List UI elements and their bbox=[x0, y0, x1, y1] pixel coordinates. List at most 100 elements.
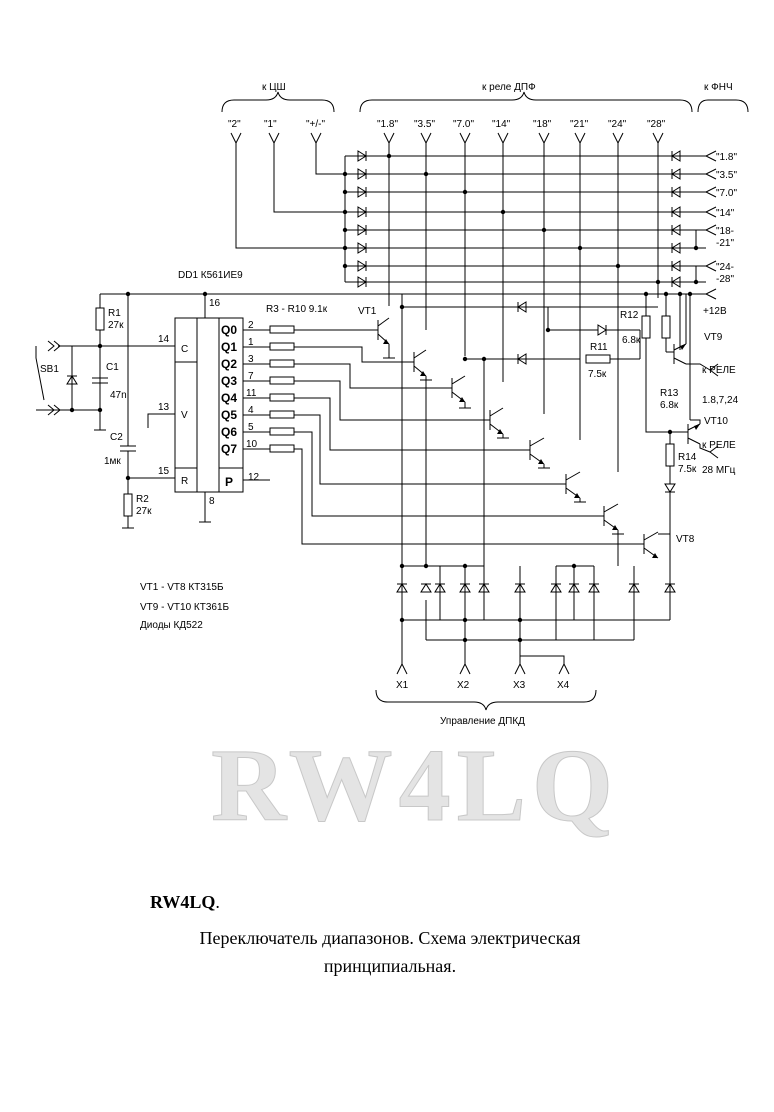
pin-number-15: 15 bbox=[158, 466, 170, 477]
r1-label: R1 bbox=[108, 308, 121, 319]
right-label-1-8: "1.8" bbox=[716, 152, 737, 163]
junction bbox=[643, 291, 649, 297]
brace-tsh bbox=[221, 91, 335, 113]
right-label-14: "14" bbox=[716, 208, 735, 219]
resistor-r2 bbox=[123, 493, 133, 517]
resistor-r12 bbox=[641, 315, 651, 339]
pin-number-14: 14 bbox=[158, 334, 170, 345]
output-x1: X1 bbox=[396, 680, 409, 691]
right-terminals bbox=[704, 150, 717, 272]
capacitor-c1 bbox=[92, 377, 108, 384]
lower-junctions bbox=[399, 563, 577, 643]
rele1-label: к РЕЛЕ bbox=[702, 365, 736, 376]
chip-dd1 bbox=[174, 317, 244, 493]
pin-number-5: 5 bbox=[248, 422, 254, 433]
junction bbox=[667, 429, 673, 435]
junction bbox=[125, 475, 131, 481]
input-terminals bbox=[230, 132, 664, 145]
sb1-label: SB1 bbox=[40, 364, 59, 375]
r11-value: 7.5к bbox=[588, 369, 607, 380]
pin-number-4: 4 bbox=[248, 405, 254, 416]
c2-value: 1мк bbox=[104, 456, 121, 467]
input-label-18: "18" bbox=[533, 119, 552, 130]
r14-value: 7.5к bbox=[678, 464, 697, 475]
r11-label: R11 bbox=[590, 342, 608, 353]
input-label-2: "2" bbox=[228, 119, 241, 130]
chip-pin-q2: Q2 bbox=[221, 357, 237, 371]
c1-value: 47n bbox=[110, 390, 127, 401]
vt8-label: VT8 bbox=[676, 534, 695, 545]
rele1-sub: 1.8,7,24 bbox=[702, 395, 739, 406]
note-diodes: Диоды КД522 bbox=[140, 620, 203, 631]
output-x3: X3 bbox=[513, 680, 526, 691]
dpkd-label: Управление ДПКД bbox=[440, 716, 525, 727]
input-label-1-8: "1.8" bbox=[377, 119, 398, 130]
vt10-label: VT10 bbox=[704, 416, 728, 427]
junction bbox=[663, 291, 669, 297]
chip-pin-c: C bbox=[181, 344, 188, 355]
input-label-28: "28" bbox=[647, 119, 666, 130]
caption-line-2: принципиальная. bbox=[323, 956, 457, 976]
chip-ground bbox=[199, 492, 211, 523]
caption-description: Переключатель диапазонов. Схема электрич… bbox=[150, 924, 630, 980]
emitter-arrows bbox=[383, 339, 658, 558]
output-terminals bbox=[396, 662, 570, 675]
brace-dpf bbox=[359, 91, 693, 113]
note-transistors-pnp: VT9 - VT10 КТ361Б bbox=[140, 602, 230, 613]
pin-number-13: 13 bbox=[158, 402, 170, 413]
chip-pin-q0: Q0 bbox=[221, 323, 237, 337]
junction bbox=[69, 407, 75, 413]
junction bbox=[97, 407, 103, 413]
vt9-arrow bbox=[680, 344, 686, 350]
pin-number-10: 10 bbox=[246, 439, 258, 450]
bias-wires bbox=[401, 294, 658, 360]
r12-value: 6.8к bbox=[622, 335, 641, 346]
group-label-dpf: к реле ДПФ bbox=[482, 82, 536, 93]
input-label-14: "14" bbox=[492, 119, 511, 130]
transistor-vt9 bbox=[666, 294, 711, 371]
junction bbox=[202, 291, 208, 297]
right-label-28: -28" bbox=[716, 274, 734, 285]
pin-number-16: 16 bbox=[209, 298, 221, 309]
vt1-label: VT1 bbox=[358, 306, 377, 317]
diode-column-left bbox=[357, 150, 367, 288]
caption-title-text: RW4LQ bbox=[150, 892, 216, 912]
brace-dpkd bbox=[375, 689, 597, 711]
resistor-r1 bbox=[95, 307, 105, 331]
junction bbox=[545, 327, 551, 333]
chip-pin-r: R bbox=[181, 476, 188, 487]
matrix-junctions bbox=[342, 153, 699, 285]
input-label-24: "24" bbox=[608, 119, 627, 130]
output-x4: X4 bbox=[557, 680, 570, 691]
input-label-21: "21" bbox=[570, 119, 589, 130]
junction bbox=[125, 291, 131, 297]
junction bbox=[687, 291, 693, 297]
rele1-terminal bbox=[709, 363, 719, 377]
output-x2: X2 bbox=[457, 680, 470, 691]
chip-dividers bbox=[175, 318, 243, 492]
note-transistors-npn: VT1 - VT8 КТ315Б bbox=[140, 582, 224, 593]
r14-label: R14 bbox=[678, 452, 697, 463]
r13-value: 6.8к bbox=[660, 400, 679, 411]
caption-title: RW4LQ. bbox=[150, 892, 220, 913]
junction bbox=[677, 291, 683, 297]
vt10-arrow bbox=[694, 424, 700, 430]
vt9-label: VT9 bbox=[704, 332, 723, 343]
group-label-tsh: к ЦШ bbox=[262, 82, 286, 93]
r3-r10-label: R3 - R10 9.1к bbox=[266, 304, 328, 315]
resistor-r14 bbox=[665, 443, 675, 467]
diode-sb1 bbox=[66, 375, 78, 385]
r12-label: R12 bbox=[620, 310, 639, 321]
right-label-18: "18- bbox=[716, 226, 734, 237]
capacitor-c2 bbox=[120, 392, 136, 494]
power-rail bbox=[99, 288, 717, 318]
chip-pin-q7: Q7 bbox=[221, 442, 237, 456]
right-label-21: -21" bbox=[716, 238, 734, 249]
watermark-logo: RW4LQ bbox=[211, 728, 619, 844]
r2-label: R2 bbox=[136, 494, 149, 505]
group-label-fnch: к ФНЧ bbox=[704, 82, 733, 93]
rele2-sub: 28 МГц bbox=[702, 465, 736, 476]
lower-matrix-wires bbox=[401, 307, 671, 664]
pin-number-1: 1 bbox=[248, 337, 254, 348]
